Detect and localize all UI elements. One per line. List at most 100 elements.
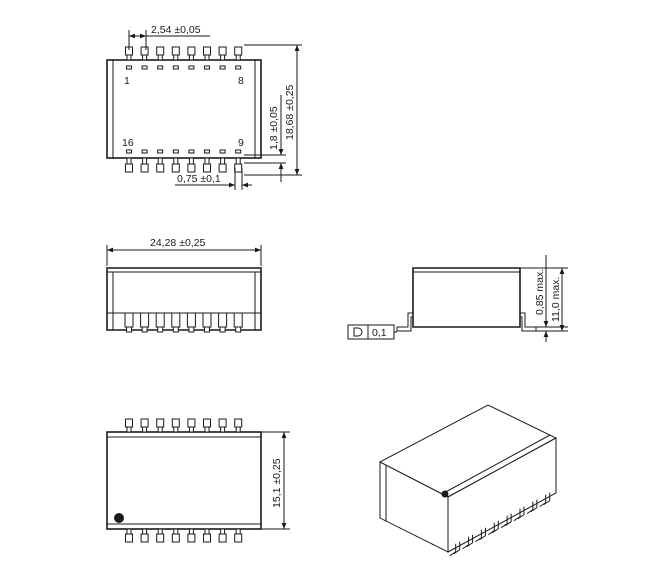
top-pin-neck-4 (173, 54, 179, 61)
bottom-pin-12 (187, 163, 196, 173)
side-view-leads (107, 312, 261, 333)
top-pin-neck-3 (157, 54, 163, 61)
top-pin-6 (203, 46, 211, 56)
iso-lead-4 (488, 522, 495, 536)
pin-label-16: 16 (122, 137, 134, 149)
bottom-pin-13 (171, 163, 180, 173)
top-pad-4 (172, 65, 179, 70)
side-lead-6 (204, 326, 210, 333)
side-lead-slot-2 (140, 313, 150, 328)
side-lead-8 (235, 326, 242, 333)
pin-label-1: 1 (124, 75, 130, 87)
top-pin-neck-8 (235, 54, 241, 61)
bottom-view-top-pin-neck-2 (142, 426, 148, 433)
top-pin-3 (156, 46, 165, 56)
iso-lead-8 (539, 494, 547, 508)
iso-lead-back-3 (479, 527, 486, 541)
flatness-frame (347, 324, 395, 340)
isometric-view (378, 404, 558, 557)
bottom-view-bottom-pin-neck-8 (235, 528, 241, 535)
bottom-view-top-pin-neck-5 (188, 426, 194, 433)
bottom-pin-neck-11 (204, 157, 210, 165)
top-pin-5 (187, 46, 196, 56)
bottom-view-pins-top (125, 418, 243, 433)
side-lead-slot-7 (218, 313, 228, 328)
bottom-pin-16 (125, 163, 133, 173)
bottom-pin-neck-14 (157, 157, 163, 165)
iso-lead-back-2 (466, 534, 474, 548)
bottom-view-top-pin-7 (218, 418, 227, 428)
end-view: 0,1 11,0 max. 0,85 max. (347, 255, 568, 342)
iso-lead-6 (513, 508, 521, 522)
bottom-view-bottom-pin-1 (125, 533, 133, 543)
bottom-view-bottom-pin-6 (203, 533, 211, 543)
pin-pitch-dimension: 2,54 ±0,05 (151, 24, 201, 36)
top-pad-3 (157, 65, 164, 70)
bottom-pin-neck-10 (220, 157, 226, 165)
end-view-lead-left (396, 312, 413, 332)
bottom-view-bottom-pin-neck-2 (142, 528, 148, 535)
iso-leads (449, 492, 551, 557)
top-view: 1 8 16 9 2,54 ±0,05 18,68 ±0,25 1,8 ±0,0… (106, 24, 302, 190)
side-lead-7 (219, 326, 226, 333)
bottom-view-top-pin-4 (171, 418, 180, 428)
bottom-pad-14 (157, 149, 164, 154)
side-view-body (106, 267, 262, 331)
bottom-view-bottom-pin-2 (140, 533, 149, 543)
iso-lead-3 (475, 529, 482, 543)
iso-lead-back-6 (517, 506, 525, 520)
bottom-view-top-pin-neck-8 (235, 426, 241, 433)
bottom-view-top-pin-8 (234, 418, 243, 428)
bottom-view-top-pin-1 (125, 418, 133, 428)
bottom-pin-neck-16 (126, 157, 132, 165)
bottom-view-bottom-pin-neck-6 (204, 528, 210, 535)
flatness-symbol-icon (353, 327, 363, 337)
top-pad-7 (219, 65, 226, 70)
iso-lead-back-7 (530, 499, 538, 513)
top-pin-7 (218, 46, 227, 56)
bottom-view: 15,1 ±0,25 (106, 418, 290, 543)
height-dimension: 11,0 max. (550, 277, 562, 322)
side-lead-slot-3 (155, 313, 165, 328)
side-lead-1 (126, 326, 132, 333)
body-length-dimension: 24,28 ±0,25 (150, 237, 206, 249)
iso-lead-back-4 (492, 520, 499, 534)
pad-length-dimension: 1,8 ±0,05 (268, 106, 280, 150)
bottom-pin-11 (203, 163, 211, 173)
side-lead-slot-4 (171, 313, 181, 328)
bottom-view-bottom-pin-neck-5 (188, 528, 194, 535)
standoff-dimension: 0,85 max. (534, 269, 546, 315)
top-pad-8 (235, 65, 242, 70)
iso-top-inner-edge (441, 434, 551, 495)
bottom-view-bottom-pin-5 (187, 533, 196, 543)
top-pin-neck-5 (188, 54, 194, 61)
side-view: 24,28 ±0,25 (106, 237, 262, 333)
iso-lead-7 (526, 501, 534, 515)
bottom-view-top-pin-2 (140, 418, 149, 428)
bottom-view-top-pin-5 (187, 418, 196, 428)
top-pin-4 (171, 46, 180, 56)
top-pin-neck-2 (142, 54, 148, 61)
side-lead-5 (188, 326, 195, 333)
iso-lead-1 (449, 543, 457, 557)
iso-lead-back-1 (453, 541, 461, 555)
bottom-view-bottom-pin-7 (218, 533, 227, 543)
iso-lead-2 (462, 536, 470, 550)
iso-lead-back-5 (504, 513, 512, 527)
bottom-view-body (106, 431, 262, 530)
side-lead-slot-1 (124, 313, 134, 328)
top-pin-neck-7 (220, 54, 226, 61)
top-pin-neck-1 (126, 54, 132, 61)
bottom-pin-neck-9 (235, 157, 241, 165)
bottom-pad-11 (204, 149, 210, 154)
side-lead-slot-6 (202, 313, 212, 328)
bottom-pin-9 (234, 163, 243, 173)
bottom-view-top-pin-neck-7 (220, 426, 226, 433)
bottom-view-bottom-pin-neck-4 (173, 528, 179, 535)
top-view-pins-bottom (125, 149, 243, 173)
pin-1-marker-dot (114, 513, 124, 523)
flatness-value: 0,1 (372, 327, 387, 339)
top-view-pins-top (125, 46, 243, 70)
bottom-pin-neck-12 (188, 157, 194, 165)
